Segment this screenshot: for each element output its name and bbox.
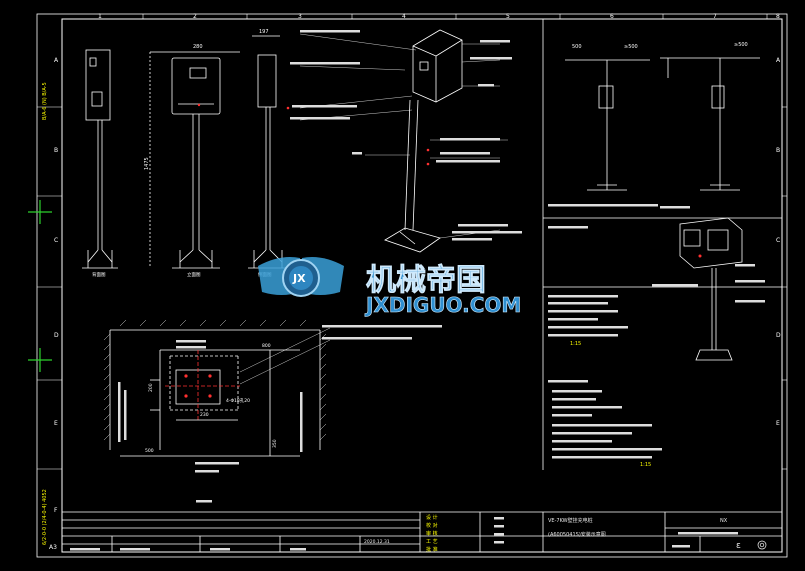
detail-dim-1: 500 — [572, 44, 582, 50]
fdim-500: 500 — [145, 448, 154, 454]
col-5: 5 — [506, 13, 510, 20]
detail-iso — [679, 217, 743, 361]
tb-row-1: 设 计 — [426, 514, 438, 521]
tb-row-4: 工 艺 — [426, 539, 438, 545]
row-c: C — [54, 237, 58, 244]
row-a-right: A — [776, 57, 781, 64]
fdim-holes: 4-Φ18孔20 — [226, 397, 250, 404]
tb-signature-glyph: ε — [736, 541, 741, 551]
front-view-label: 立面图 — [187, 271, 201, 278]
title-model-sub: (A6005041S)安装示意图 — [548, 531, 606, 538]
title-model: VE-7KW壁挂充电桩 — [548, 517, 593, 524]
view-side-left — [82, 49, 118, 269]
view-front — [149, 51, 240, 269]
row-d: D — [54, 332, 59, 339]
row-b: B — [54, 147, 58, 154]
side-label-bottom: 6/2-0-0 (2/4-0-4) 4052 — [42, 489, 48, 545]
fdim-800: 800 — [262, 343, 271, 349]
watermark-logo: JX — [258, 257, 344, 297]
tb-row-5: 批 准 — [426, 546, 438, 553]
iso-dots — [286, 106, 430, 166]
detail-panel-frame — [542, 19, 782, 470]
leader-lines-foundation — [239, 327, 331, 385]
detail-views — [565, 57, 760, 191]
col-2: 2 — [193, 13, 197, 20]
detail-notes — [548, 204, 690, 229]
tb-date: 2020.12.31 — [364, 539, 390, 545]
col-1: 1 — [98, 13, 102, 20]
projection-symbol — [757, 540, 767, 550]
column-markers — [142, 14, 768, 19]
watermark-badge: JX — [292, 272, 306, 285]
detail-dim-2: ≥500 — [624, 44, 638, 50]
dim-height: 1475 — [144, 157, 150, 170]
corner-label: A3 — [49, 544, 57, 551]
projection-symbol-inner — [759, 542, 765, 548]
dim-width: 280 — [193, 44, 203, 50]
watermark-en: JXDIGUO.COM — [364, 293, 521, 317]
col-6: 6 — [610, 13, 614, 20]
outer-frame — [36, 13, 788, 558]
watermark-cn: 机械帝国 — [366, 263, 486, 298]
marker-dot — [197, 103, 201, 107]
title-block-fields — [70, 517, 738, 551]
col-3: 3 — [298, 13, 302, 20]
col-7: 7 — [713, 13, 717, 20]
row-d-right: D — [776, 332, 781, 339]
row-c-right: C — [776, 237, 780, 244]
spec-notes-2 — [548, 380, 662, 459]
row-labels: A B C D E F A B C D E A3 — [49, 57, 781, 551]
fdim-200: 200 — [148, 383, 154, 392]
view-isometric — [384, 29, 463, 253]
annotation-text-iso — [290, 30, 522, 241]
iso-notes — [652, 264, 765, 303]
col-4: 4 — [402, 13, 406, 20]
row-a: A — [54, 57, 59, 64]
dim-depth: 197 — [259, 29, 269, 35]
scale-note-1: 1:15 — [570, 341, 581, 347]
inner-frame — [61, 18, 783, 553]
row-markers — [37, 106, 787, 470]
foundation-notes — [118, 325, 442, 503]
column-labels: 1 2 3 4 5 6 7 8 — [98, 13, 780, 20]
scale-note-2: 1:15 — [640, 462, 651, 468]
col-8: 8 — [776, 13, 780, 20]
left-view-label: 背面图 — [92, 271, 106, 278]
row-f: F — [54, 507, 58, 514]
fdim-350: 350 — [272, 439, 278, 448]
tb-drawing-no: NX — [720, 518, 728, 524]
row-e-right: E — [776, 420, 780, 427]
tb-row-3: 审 核 — [426, 530, 438, 537]
iso-dot-2 — [698, 254, 702, 258]
hatch-walls — [103, 319, 327, 441]
tb-row-2: 校 对 — [426, 522, 438, 529]
row-b-right: B — [776, 147, 780, 154]
foundation-bolts — [184, 374, 212, 398]
spec-notes-1 — [548, 295, 628, 337]
title-block — [62, 511, 782, 552]
fdim-230: 230 — [200, 412, 209, 418]
side-label-top: B/A-6 (N) B/A-5 — [42, 82, 48, 120]
detail-dim-3: ≥500 — [734, 42, 748, 48]
row-e: E — [54, 420, 58, 427]
registration-marks — [28, 200, 52, 372]
